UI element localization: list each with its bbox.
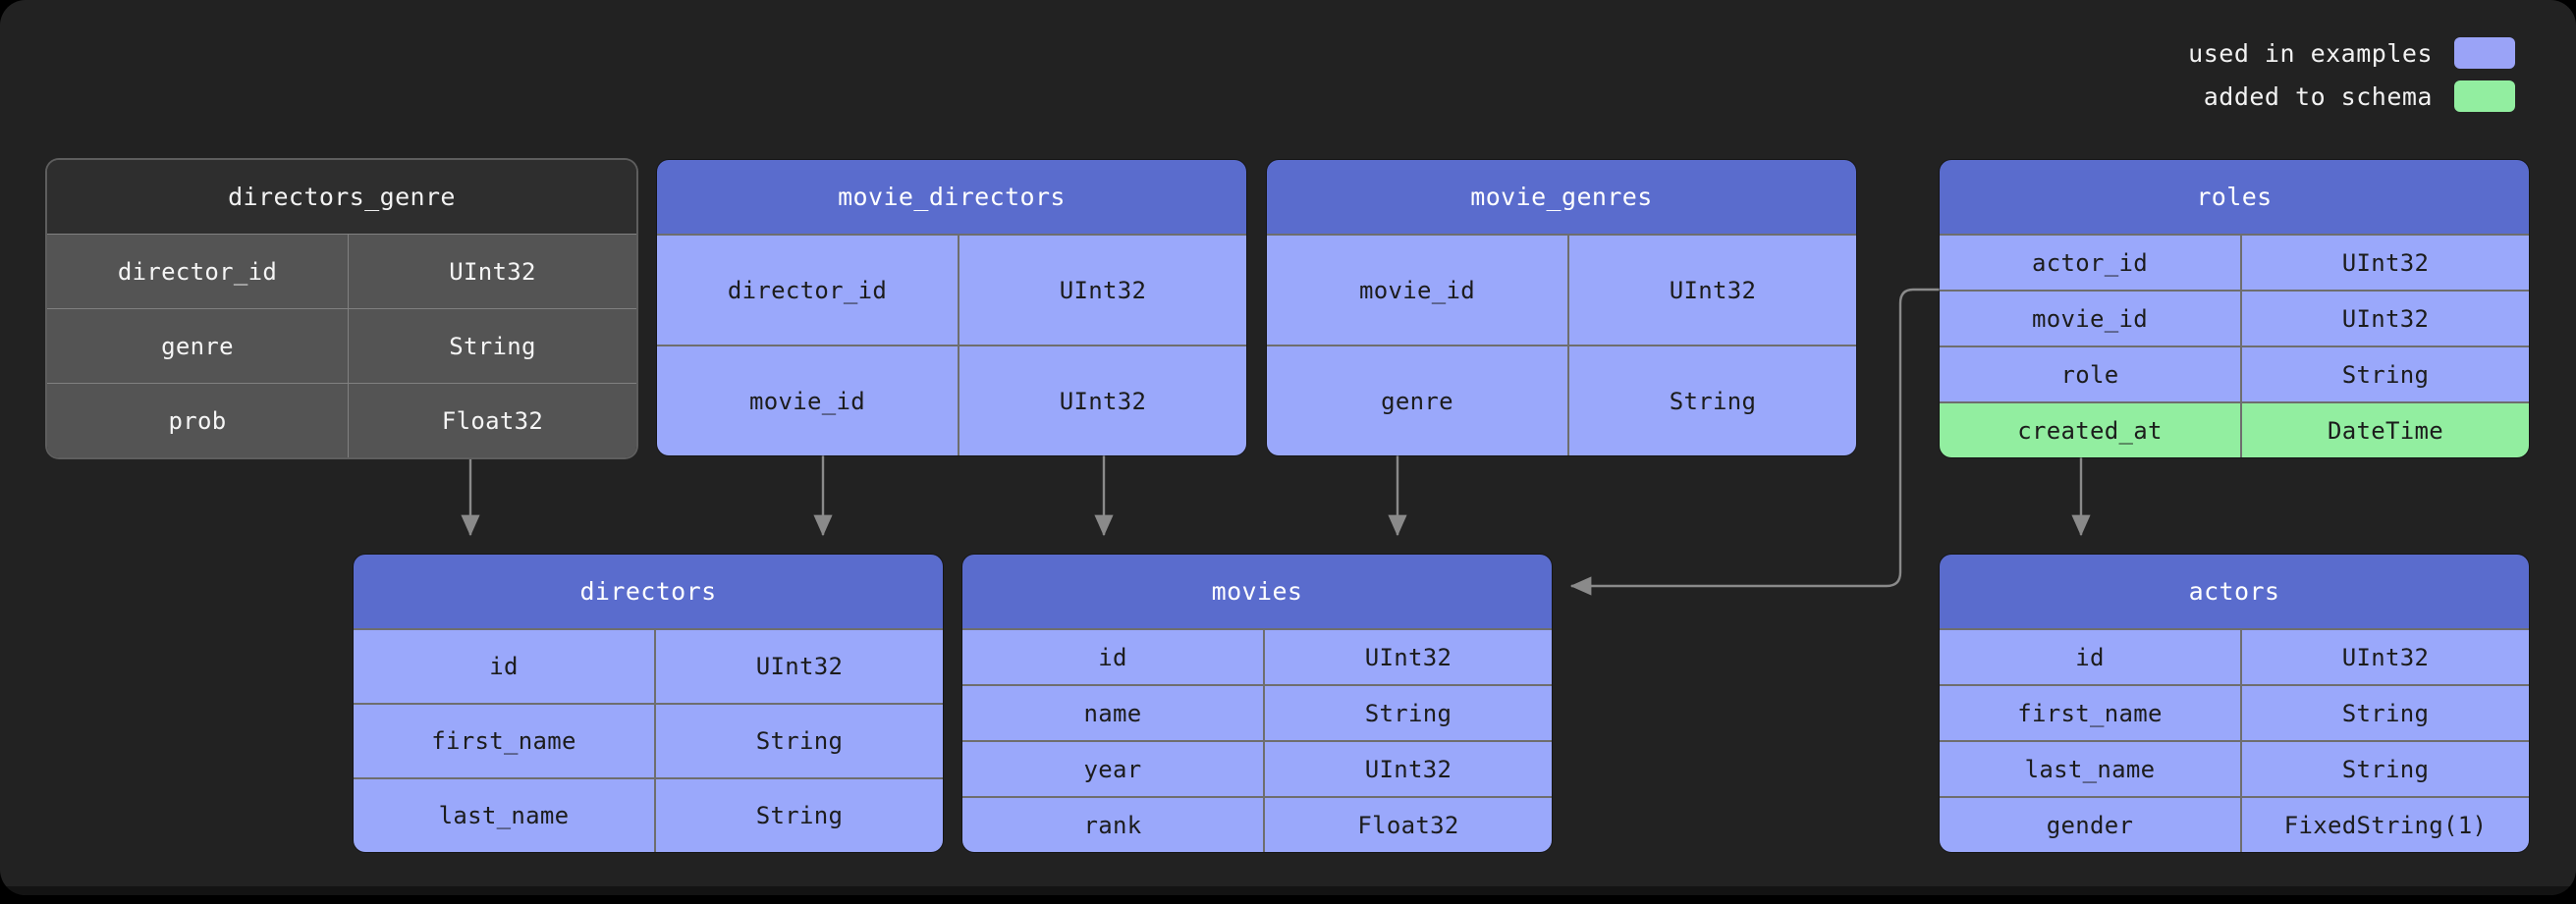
column-name-name: name — [962, 684, 1263, 740]
column-type-last_name: String — [2240, 740, 2529, 796]
column-type-movie_id: UInt32 — [2240, 290, 2529, 346]
legend-label-added-to-schema: added to schema — [2203, 81, 2433, 111]
column-type-gender: FixedString(1) — [2240, 796, 2529, 852]
column-name-prob: prob — [47, 383, 348, 457]
legend-item-used-in-examples: used in examples — [2188, 37, 2515, 69]
column-name-movie_id: movie_id — [657, 345, 958, 455]
column-name-id: id — [962, 628, 1263, 684]
table-title-directors: directors — [354, 555, 943, 628]
column-type-prob: Float32 — [348, 383, 636, 457]
column-type-role: String — [2240, 346, 2529, 401]
legend-item-added-to-schema: added to schema — [2188, 80, 2515, 112]
column-name-actor_id: actor_id — [1940, 234, 2240, 290]
column-name-director_id: director_id — [657, 234, 958, 345]
column-type-movie_id: UInt32 — [1567, 234, 1856, 345]
table-title-actors: actors — [1940, 555, 2529, 628]
table-title-movie_directors: movie_directors — [657, 160, 1246, 234]
column-type-last_name: String — [654, 777, 943, 852]
column-type-rank: Float32 — [1263, 796, 1552, 852]
column-type-first_name: String — [654, 703, 943, 777]
table-title-movies: movies — [962, 555, 1552, 628]
column-type-actor_id: UInt32 — [2240, 234, 2529, 290]
column-name-movie_id: movie_id — [1940, 290, 2240, 346]
column-type-director_id: UInt32 — [348, 234, 636, 308]
column-name-id: id — [1940, 628, 2240, 684]
green-swatch-icon — [2454, 80, 2515, 112]
column-type-id: UInt32 — [1263, 628, 1552, 684]
column-type-director_id: UInt32 — [958, 234, 1246, 345]
page-bottom-edge — [0, 886, 2576, 895]
column-type-year: UInt32 — [1263, 740, 1552, 796]
column-name-genre: genre — [47, 308, 348, 383]
table-title-movie_genres: movie_genres — [1267, 160, 1856, 234]
column-name-rank: rank — [962, 796, 1263, 852]
legend: used in examples added to schema — [2188, 37, 2515, 112]
legend-label-used-in-examples: used in examples — [2188, 38, 2433, 68]
column-type-name: String — [1263, 684, 1552, 740]
column-type-movie_id: UInt32 — [958, 345, 1246, 455]
column-name-id: id — [354, 628, 654, 703]
column-name-gender: gender — [1940, 796, 2240, 852]
table-title-directors_genre: directors_genre — [47, 160, 636, 234]
column-name-first_name: first_name — [354, 703, 654, 777]
table-title-roles: roles — [1940, 160, 2529, 234]
column-type-id: UInt32 — [2240, 628, 2529, 684]
column-type-genre: String — [1567, 345, 1856, 455]
column-name-director_id: director_id — [47, 234, 348, 308]
column-name-created_at: created_at — [1940, 401, 2240, 457]
column-name-last_name: last_name — [354, 777, 654, 852]
column-type-id: UInt32 — [654, 628, 943, 703]
column-name-first_name: first_name — [1940, 684, 2240, 740]
column-name-genre: genre — [1267, 345, 1567, 455]
column-type-created_at: DateTime — [2240, 401, 2529, 457]
column-type-first_name: String — [2240, 684, 2529, 740]
column-name-movie_id: movie_id — [1267, 234, 1567, 345]
column-type-genre: String — [348, 308, 636, 383]
column-name-role: role — [1940, 346, 2240, 401]
column-name-last_name: last_name — [1940, 740, 2240, 796]
column-name-year: year — [962, 740, 1263, 796]
blue-swatch-icon — [2454, 37, 2515, 69]
